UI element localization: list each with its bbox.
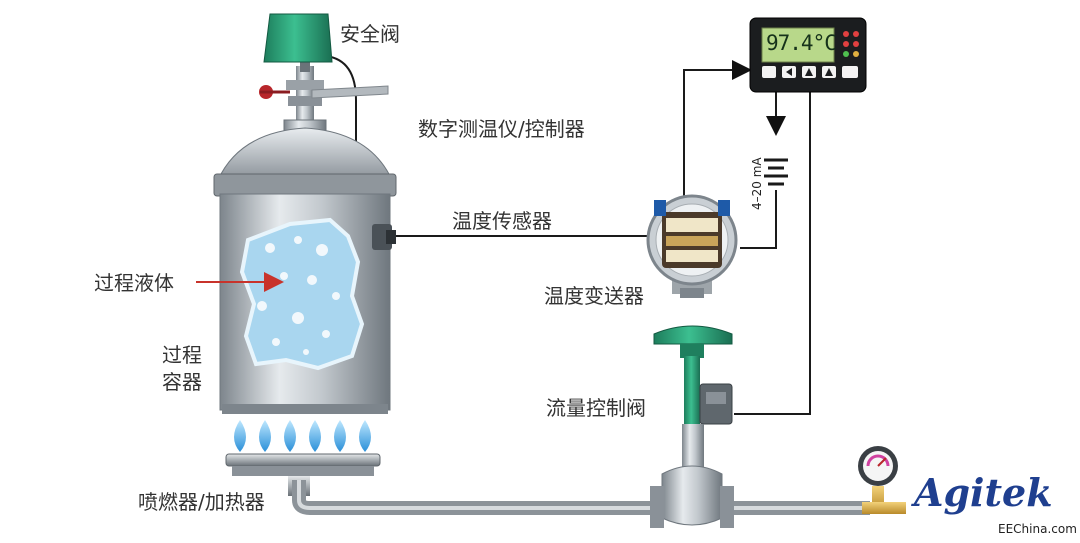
controller-label: 数字测温仪/控制器 (418, 117, 585, 141)
temp-sensor-label: 温度传感器 (452, 209, 552, 233)
fuel-pipe (292, 480, 870, 515)
flame-icons (234, 420, 371, 452)
flow-valve-label: 流量控制阀 (546, 396, 646, 420)
controller-readout: 97.4°C (766, 31, 837, 55)
transmitter-to-controller-wire (683, 60, 752, 236)
loop-wire-return (740, 190, 777, 249)
temperature-transmitter-icon (646, 194, 738, 298)
process-vessel-label: 过程容器 (162, 343, 202, 394)
digital-controller-icon (749, 17, 867, 93)
safety-valve-label: 安全阀 (340, 22, 400, 46)
signal-current-label: 4–20 mA (750, 157, 764, 210)
burner-label: 喷燃器/加热器 (138, 490, 265, 514)
controller-to-valve-wire (734, 92, 811, 415)
brand-logo: Agitek (914, 470, 1053, 515)
safety-valve-wire (325, 55, 357, 164)
site-watermark: EEChina.com (998, 522, 1077, 536)
transmitter-label: 温度变送器 (544, 284, 644, 308)
pressure-gauge-icon (858, 446, 906, 514)
process-fluid-label: 过程液体 (94, 271, 174, 295)
flow-control-valve-icon (650, 325, 734, 528)
process-fluid-cutaway (239, 217, 365, 371)
signal-wiring (325, 55, 811, 415)
current-loop-source (764, 158, 788, 186)
